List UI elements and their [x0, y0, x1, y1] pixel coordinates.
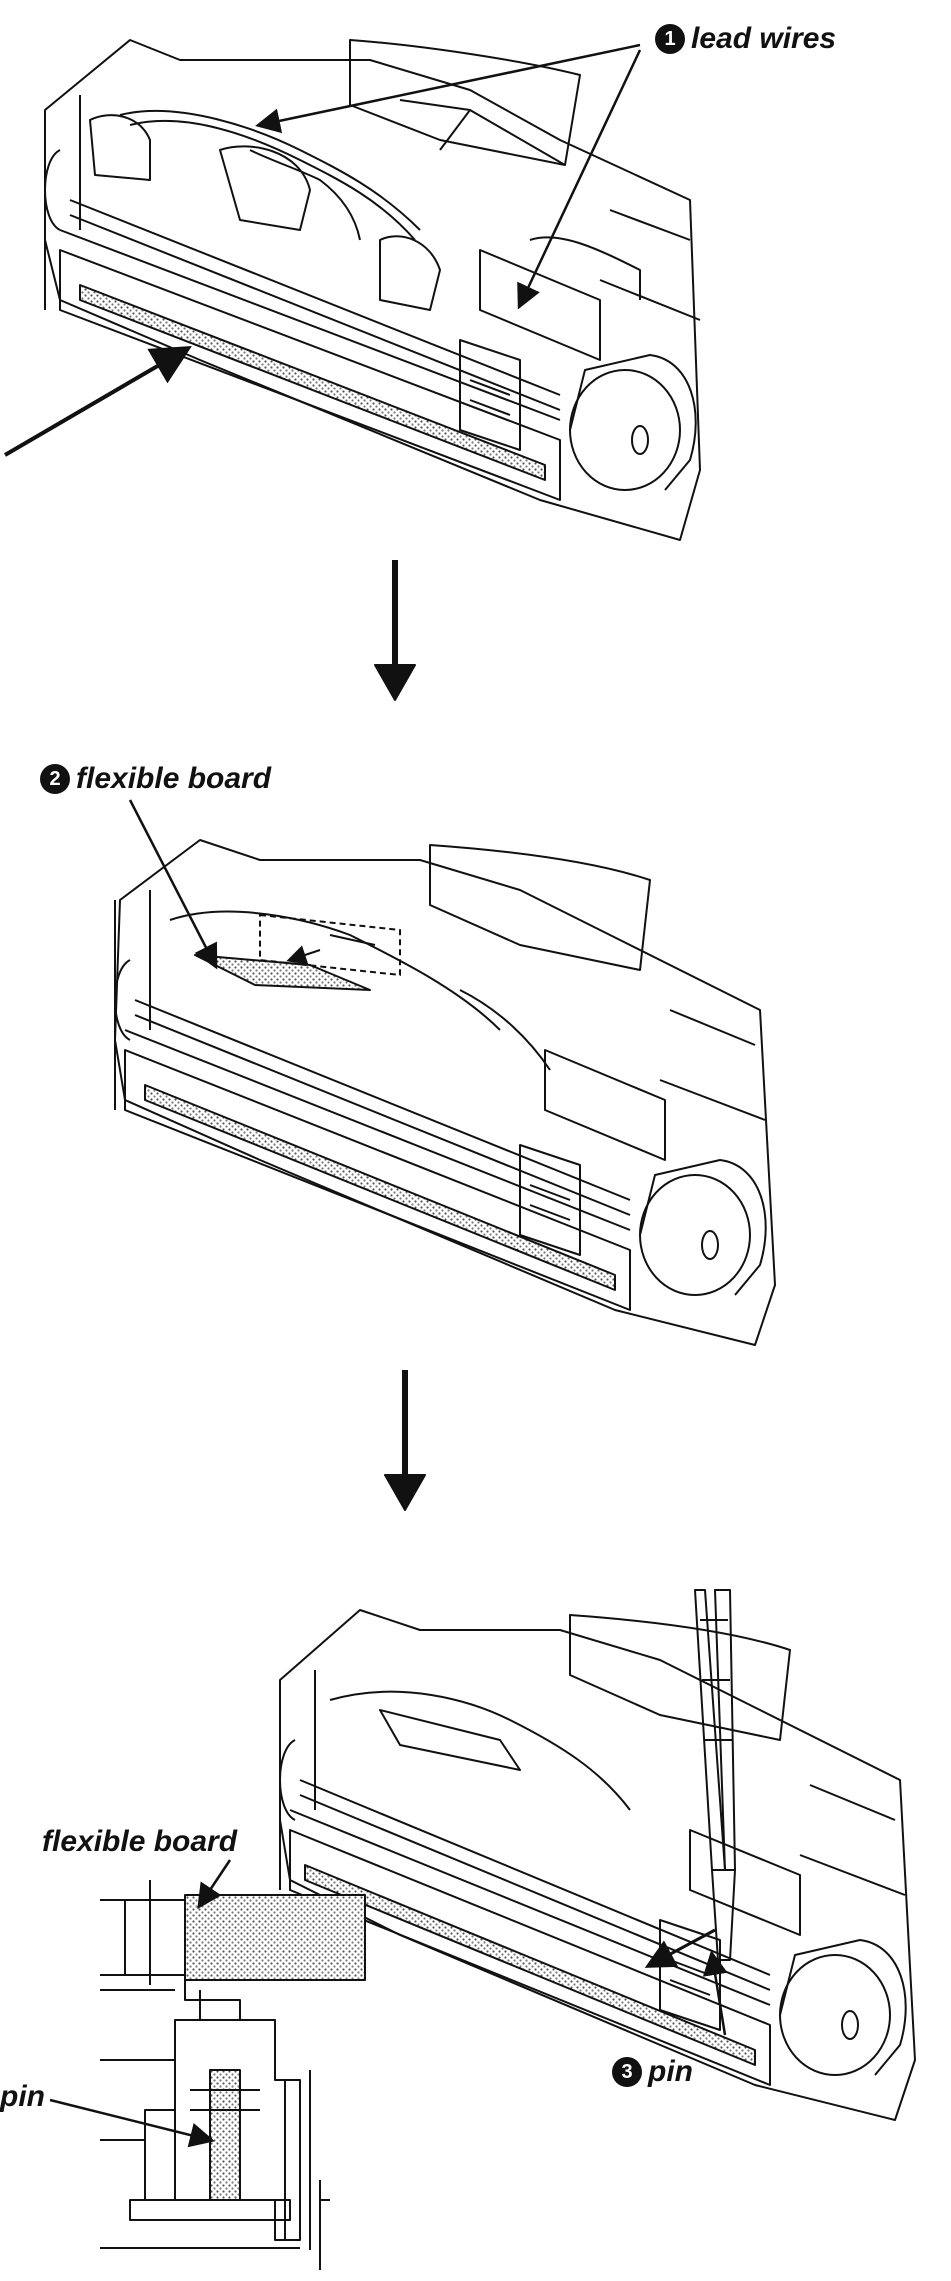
- printer-mechanism-top: [44, 39, 701, 541]
- detail-label-pin: pin: [0, 2080, 45, 2113]
- callout-flexible-board: 2 flexible board: [40, 762, 271, 796]
- leader-line-lead-wires-right: [517, 49, 642, 310]
- printer-mechanism-bottom: [279, 1589, 916, 2121]
- detail-cross-section: [100, 1880, 366, 2270]
- label-pin: pin: [648, 2055, 693, 2088]
- down-arrow-2: [384, 1370, 426, 1511]
- down-arrow-1: [374, 560, 416, 701]
- printer-mechanism-middle: [114, 839, 776, 1346]
- label-lead-wires: lead wires: [691, 22, 837, 55]
- leader-line-detail-pin: [49, 2098, 215, 2148]
- step-number-2: 2: [40, 764, 70, 794]
- leader-line-lead-wires-left: [255, 43, 641, 134]
- pointer-arrow: [3, 345, 192, 457]
- label-flexible-board: flexible board: [76, 762, 272, 795]
- step-number-1: 1: [655, 24, 685, 54]
- leader-line-detail-board: [197, 1859, 232, 1910]
- callout-pin: 3 pin: [612, 2055, 693, 2089]
- detail-label-flexible-board: flexible board: [42, 1825, 238, 1858]
- leader-line-flexible-board: [128, 799, 218, 970]
- callout-lead-wires: 1 lead wires: [655, 22, 836, 56]
- step-number-3: 3: [612, 2057, 642, 2087]
- leader-line-pin: [702, 1950, 728, 2036]
